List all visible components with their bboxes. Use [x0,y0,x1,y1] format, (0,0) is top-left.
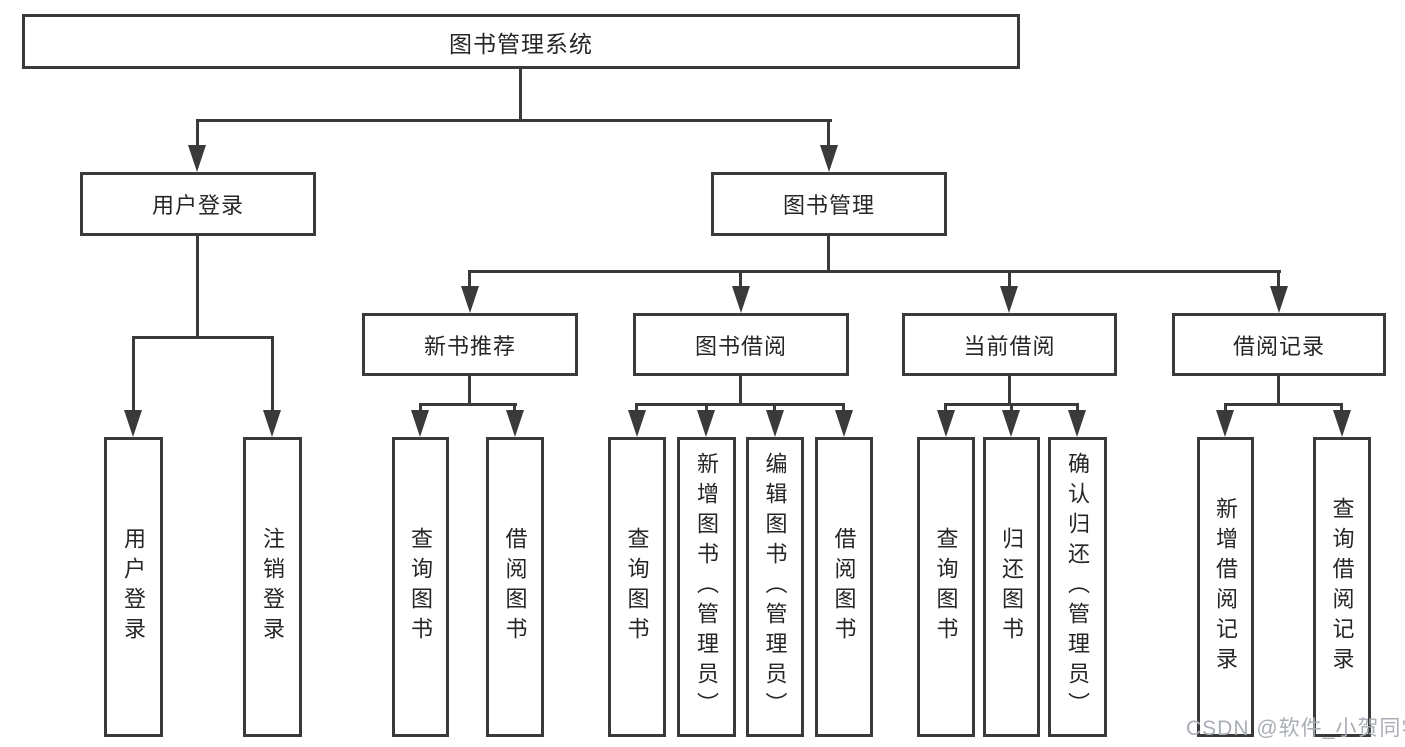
arrow-down-icon [628,410,646,437]
connector-line [519,69,522,121]
arrow-down-icon [697,410,715,437]
connector-line [196,236,199,338]
node-return-book-label: 归还图书 [999,527,1025,647]
connector-line [705,403,708,412]
node-book-mgmt: 图书管理 [711,172,947,236]
connector-line [513,403,516,412]
node-borrow-books-label: 借阅图书 [831,527,857,647]
connector-line [1224,403,1227,412]
node-query-borrow-record: 查询借阅记录 [1313,437,1371,737]
node-query-books-label: 查询图书 [408,527,434,647]
arrow-down-icon [820,145,838,172]
node-query-books-label: 查询图书 [933,527,959,647]
connector-line [827,236,830,272]
connector-line [419,403,517,406]
node-new-book-recommend-label: 新书推荐 [423,333,516,359]
node-logout-leaf-label: 注销登录 [260,527,286,647]
connector-line [635,403,638,412]
arrow-down-icon [461,286,479,313]
connector-line [469,270,1281,273]
arrow-down-icon [766,410,784,437]
node-user-login-label: 用户登录 [151,193,244,218]
connector-line [1277,376,1280,406]
node-return-book: 归还图书 [983,437,1040,737]
connector-line [773,403,776,412]
node-query-books: 查询图书 [392,437,449,737]
node-add-book-admin-label: 新增图书（管理员） [694,452,720,722]
node-book-mgmt-label: 图书管理 [782,193,875,218]
csdn-watermark: CSDN @软件_小贺同学 [1186,717,1405,740]
node-borrow-books: 借阅图书 [486,437,544,737]
connector-line [468,270,471,288]
node-logout-leaf: 注销登录 [243,437,302,737]
connector-line [468,376,471,406]
node-borrow-books: 借阅图书 [815,437,873,737]
node-query-borrow-record-label: 查询借阅记录 [1329,497,1355,677]
node-user-login-leaf: 用户登录 [104,437,163,737]
arrow-down-icon [124,410,142,437]
node-confirm-return-admin-label: 确认归还（管理员） [1065,452,1091,722]
connector-line [132,336,135,412]
node-root: 图书管理系统 [22,14,1020,69]
connector-line [1008,376,1011,406]
arrow-down-icon [835,410,853,437]
node-add-borrow-record-label: 新增借阅记录 [1213,497,1239,677]
connector-line [1076,403,1079,412]
connector-line [1340,403,1343,412]
connector-line [739,376,742,406]
connector-line [1224,403,1343,406]
node-book-borrow: 图书借阅 [633,313,849,376]
connector-line [419,403,422,412]
arrow-down-icon [1000,286,1018,313]
node-current-borrow: 当前借阅 [902,313,1117,376]
node-current-borrow-label: 当前借阅 [963,333,1056,359]
arrow-down-icon [937,410,955,437]
connector-line [739,270,742,288]
connector-line [196,119,199,148]
connector-line [132,336,274,339]
arrow-down-icon [732,286,750,313]
arrow-down-icon [1002,410,1020,437]
node-confirm-return-admin: 确认归还（管理员） [1048,437,1107,737]
node-book-borrow-label: 图书借阅 [694,333,787,359]
arrow-down-icon [506,410,524,437]
arrow-down-icon [1216,410,1234,437]
connector-line [1010,403,1013,412]
node-add-book-admin: 新增图书（管理员） [677,437,736,737]
connector-line [1008,270,1011,288]
connector-line [827,119,830,148]
arrow-down-icon [263,410,281,437]
arrow-down-icon [1068,410,1086,437]
connector-line [842,403,845,412]
connector-line [944,403,947,412]
node-edit-book-admin-label: 编辑图书（管理员） [762,452,788,722]
connector-line [1277,270,1280,288]
node-borrow-records-label: 借阅记录 [1232,333,1325,359]
connector-line [635,403,845,406]
arrow-down-icon [1270,286,1288,313]
node-query-books: 查询图书 [917,437,975,737]
node-borrow-books-label: 借阅图书 [502,527,528,647]
node-query-books: 查询图书 [608,437,666,737]
node-borrow-records: 借阅记录 [1172,313,1386,376]
arrow-down-icon [1333,410,1351,437]
node-user-login: 用户登录 [80,172,316,236]
node-edit-book-admin: 编辑图书（管理员） [746,437,804,737]
arrow-down-icon [188,145,206,172]
node-user-login-leaf-label: 用户登录 [121,527,147,647]
connector-line [196,119,832,122]
connector-line [271,336,274,412]
node-root-label: 图书管理系统 [449,30,593,57]
node-query-books-label: 查询图书 [624,527,650,647]
arrow-down-icon [411,410,429,437]
node-new-book-recommend: 新书推荐 [362,313,578,376]
node-add-borrow-record: 新增借阅记录 [1197,437,1254,737]
